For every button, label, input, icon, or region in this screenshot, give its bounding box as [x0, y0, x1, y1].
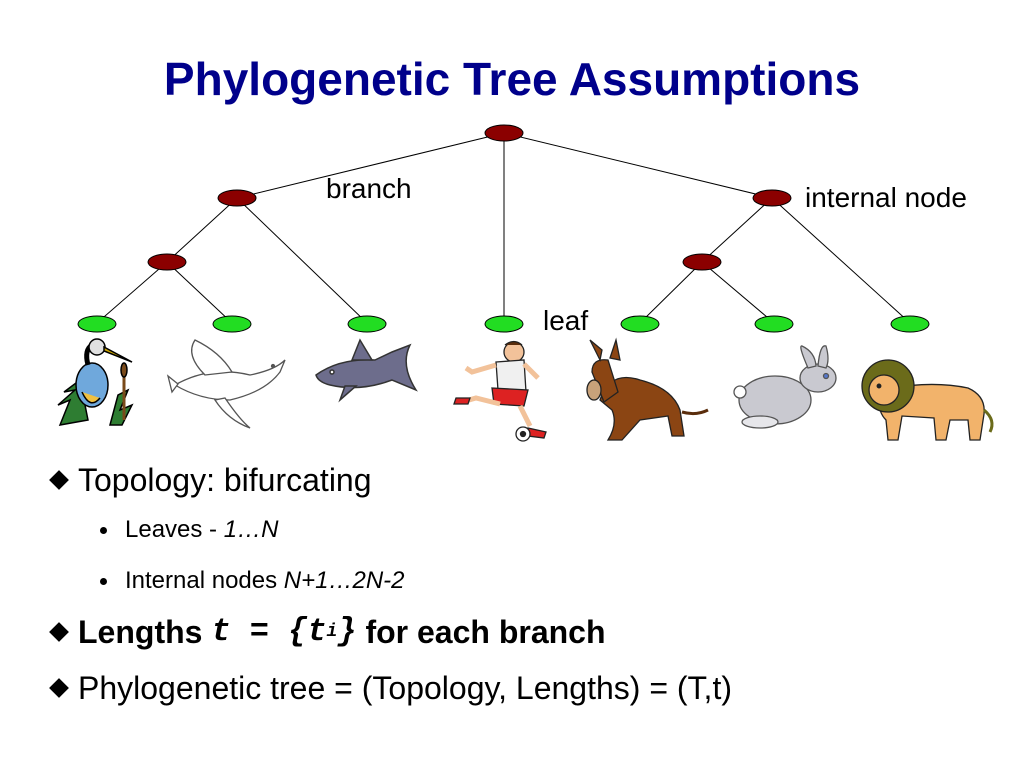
heron-icon — [57, 338, 134, 426]
bullet-phylogenetic-tree: Phylogenetic tree = (Topology, Lengths) … — [46, 672, 732, 704]
phylogenetic-tree-diagram — [57, 124, 994, 442]
dove-icon — [166, 339, 286, 429]
branch-edge — [639, 261, 703, 324]
bullet-topology: Topology: bifurcating — [46, 464, 372, 496]
leaf-node — [620, 315, 660, 333]
internal-node — [147, 253, 187, 271]
internal-node — [752, 189, 792, 207]
leaf-label: leaf — [543, 305, 589, 336]
lion-icon — [861, 359, 994, 441]
internal-range: N+1…2N-2 — [283, 567, 405, 594]
bullet-text: Lengths — [78, 614, 212, 650]
subbullet-leaves: Leaves - 1…N — [100, 518, 278, 542]
branch-edge — [236, 197, 368, 324]
lengths-expression: t = {t — [211, 613, 327, 650]
leaf-node — [347, 315, 387, 333]
leaf-node — [890, 315, 930, 333]
leaves-range: 1…N — [223, 516, 279, 543]
branch-edge — [771, 197, 911, 324]
internal-node — [682, 253, 722, 271]
branch-edge — [503, 132, 773, 199]
internal-node-label: internal node — [805, 182, 967, 213]
branches — [96, 132, 911, 324]
bullet-text: Phylogenetic tree = (Topology, Lengths) … — [78, 670, 732, 706]
bullet-text: for each branch — [356, 614, 606, 650]
donkey-icon — [586, 337, 709, 441]
slide-title: Phylogenetic Tree Assumptions — [163, 53, 861, 105]
lengths-subscript: i — [326, 622, 338, 642]
bullet-text: Leaves - — [125, 516, 224, 543]
branch-edge — [701, 261, 775, 324]
branch-edge — [701, 197, 773, 263]
dot-bullet-icon — [100, 526, 107, 534]
root-node — [484, 124, 524, 142]
branch-edge — [96, 261, 168, 324]
subbullet-internal-nodes: Internal nodes N+1…2N-2 — [100, 569, 405, 593]
bullet-text: Internal nodes — [125, 567, 284, 594]
diamond-bullet-icon — [49, 470, 69, 490]
soccer-player-icon — [453, 340, 547, 442]
branch-edge — [236, 132, 505, 199]
bullet-lengths: Lengths t = {t i } for each branch — [46, 616, 606, 648]
branch-label: branch — [326, 173, 412, 204]
branch-edge — [166, 261, 233, 324]
bullet-text: Topology: bifurcating — [78, 462, 372, 498]
branch-edge — [166, 197, 238, 263]
shark-icon — [315, 338, 418, 403]
dot-bullet-icon — [100, 577, 107, 585]
rabbit-icon — [733, 345, 837, 429]
leaf-node — [484, 315, 524, 333]
leaf-node — [77, 315, 117, 333]
leaf-node — [212, 315, 252, 333]
diamond-bullet-icon — [49, 622, 69, 642]
internal-node — [217, 189, 257, 207]
diamond-bullet-icon — [49, 678, 69, 698]
leaf-node — [754, 315, 794, 333]
lengths-close: } — [337, 613, 357, 650]
